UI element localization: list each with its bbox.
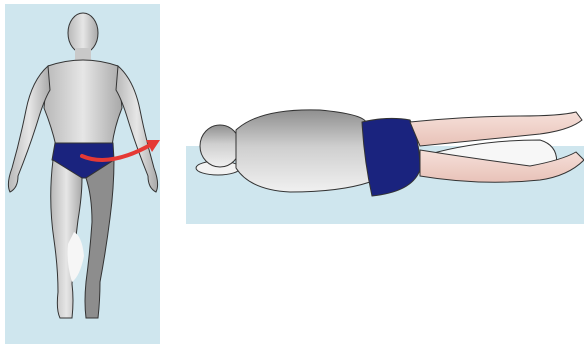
head bbox=[68, 13, 98, 53]
top-leg bbox=[410, 112, 582, 146]
lying-head bbox=[200, 125, 240, 167]
neck bbox=[75, 48, 91, 60]
torso bbox=[44, 60, 122, 146]
lying-torso bbox=[236, 110, 370, 192]
